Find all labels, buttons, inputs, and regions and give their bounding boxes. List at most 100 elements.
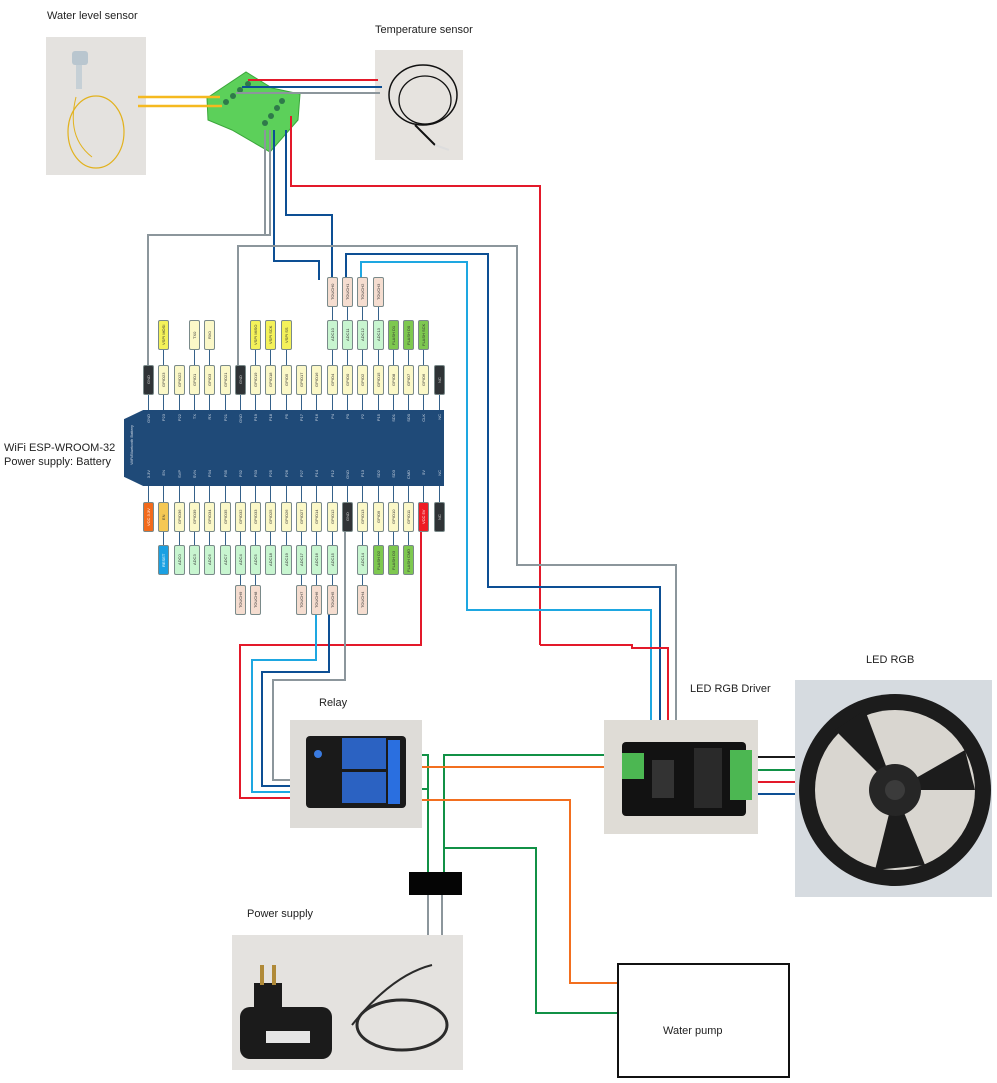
esp-power-label: Power supply: Battery	[4, 456, 111, 468]
esp-pin-bottom: VCC 5V	[418, 502, 430, 532]
board-pin-label: P5	[283, 414, 289, 419]
esp-pin-touch: TOUCH5	[326, 585, 338, 615]
board-pin-label: P19	[253, 414, 259, 422]
esp-pin-top: GPIO1	[188, 365, 200, 395]
pin-lead	[362, 350, 364, 365]
pin-lead	[193, 486, 195, 502]
pin-lead	[392, 532, 394, 545]
temperature-sensor-photo	[375, 50, 463, 160]
esp-pin-bottom: EN	[158, 502, 170, 532]
esp-pin-top-alt: ADC10	[326, 320, 338, 350]
pin-lead	[224, 532, 226, 545]
pin-lead	[193, 395, 195, 410]
esp-pin-bottom-alt: ADC0	[173, 545, 185, 575]
esp-pin-bottom: GPIO14	[311, 502, 323, 532]
esp-pin-bottom-alt: ADC15	[326, 545, 338, 575]
board-pin-label: P32	[237, 470, 243, 478]
wire-green-driver	[443, 754, 628, 872]
esp-pin-bottom-alt: ADC16	[311, 545, 323, 575]
pin-lead	[255, 395, 257, 410]
esp-pin-top-alt: VSPI MOSI	[158, 320, 170, 350]
board-pin-label: P21	[222, 414, 228, 422]
wire-lightblue-touch3-driver	[360, 261, 652, 740]
esp-pin-touch: TOUCH3	[372, 277, 384, 307]
pin-lead	[377, 350, 379, 365]
esp-pin-top: GPIO0	[341, 365, 353, 395]
pin-lead	[316, 486, 318, 502]
pin-lead	[362, 486, 364, 502]
pin-lead	[377, 305, 379, 320]
board-pin-label: SD2	[375, 470, 381, 478]
board-pin-label: P14	[314, 470, 320, 478]
esp-pin-bottom: GND	[341, 502, 353, 532]
pin-lead	[331, 395, 333, 410]
wire-blue-touch0	[273, 130, 320, 280]
esp-pin-top: NC	[433, 365, 445, 395]
pin-lead	[377, 532, 379, 545]
esp-pin-top: GPIO23	[158, 365, 170, 395]
esp-pin-touch: TOUCH8	[250, 585, 262, 615]
wire-gray-gnd-relay	[272, 520, 346, 781]
esp-pin-bottom: GPIO32	[234, 502, 246, 532]
float-switch-icon	[67, 51, 125, 169]
esp-pin-top: GPIO15	[372, 365, 384, 395]
esp-pin-top: GPIO5	[280, 365, 292, 395]
esp-pin-touch: TOUCH6	[311, 585, 323, 615]
esp-pin-bottom-alt: ADC7	[219, 545, 231, 575]
esp-pin-top: GPIO3	[204, 365, 216, 395]
esp-pin-top: GPIO8	[387, 365, 399, 395]
pin-lead	[331, 350, 333, 365]
esp-pin-touch: TOUCH0	[326, 277, 338, 307]
board-pin-label: GND	[146, 414, 151, 423]
wire-blue-touch1	[285, 130, 333, 280]
pin-lead	[224, 486, 226, 502]
esp-pin-bottom-alt: FLASH D3	[387, 545, 399, 575]
board-pin-label: EN	[161, 470, 167, 476]
board-pin-label: P23	[161, 414, 167, 422]
temperature-probe-icon	[388, 64, 458, 151]
pin-lead	[255, 532, 257, 545]
pin-lead	[163, 532, 165, 545]
esp-pin-top-alt: VSPI SCK	[265, 320, 277, 350]
board-pin-label: P4	[329, 414, 335, 419]
esp-pin-bottom: GPIO13	[357, 502, 369, 532]
pin-lead	[301, 575, 302, 585]
pin-lead	[346, 350, 348, 365]
esp-pin-top: GPIO21	[219, 365, 231, 395]
pin-lead	[224, 395, 226, 410]
water-level-sensor-photo	[46, 37, 146, 175]
board-pin-label: GND	[237, 414, 243, 423]
board-pin-label: P35	[222, 470, 228, 478]
pin-lead	[285, 532, 287, 545]
esp-pin-top: GND	[234, 365, 246, 395]
pin-lead	[270, 395, 272, 410]
pin-lead	[301, 395, 302, 410]
power-supply-label: Power supply	[247, 908, 314, 920]
pin-lead	[270, 532, 272, 545]
esp-pin-touch: TOUCH2	[357, 277, 369, 307]
pin-lead	[193, 532, 195, 545]
board-pin-label: P25	[268, 470, 274, 478]
power-supply-photo	[232, 935, 463, 1070]
pin-lead	[362, 395, 364, 410]
relay-module-icon	[306, 736, 406, 808]
relay-module-photo	[290, 720, 422, 828]
pin-lead	[346, 395, 348, 410]
pin-lead	[331, 305, 333, 320]
board-pin-label: NC	[436, 414, 442, 420]
esp-pin-bottom-alt: FLASH D2	[372, 545, 384, 575]
pin-lead	[285, 395, 287, 410]
pin-lead	[377, 486, 379, 502]
pin-lead	[285, 350, 287, 365]
esp-pin-top: GPIO22	[173, 365, 185, 395]
esp-pin-top: GPIO17	[296, 365, 307, 395]
pin-lead	[301, 532, 302, 545]
esp-pin-bottom: VCC 3.3V	[143, 502, 154, 532]
board-pin-label: CMD	[406, 470, 412, 480]
board-pin-label: NC	[436, 470, 442, 476]
wire-red-driver	[540, 644, 669, 740]
board-pin-label: P17	[299, 414, 304, 422]
pin-lead	[408, 486, 410, 502]
pin-lead	[209, 350, 211, 365]
board-pin-label: P18	[268, 414, 274, 422]
